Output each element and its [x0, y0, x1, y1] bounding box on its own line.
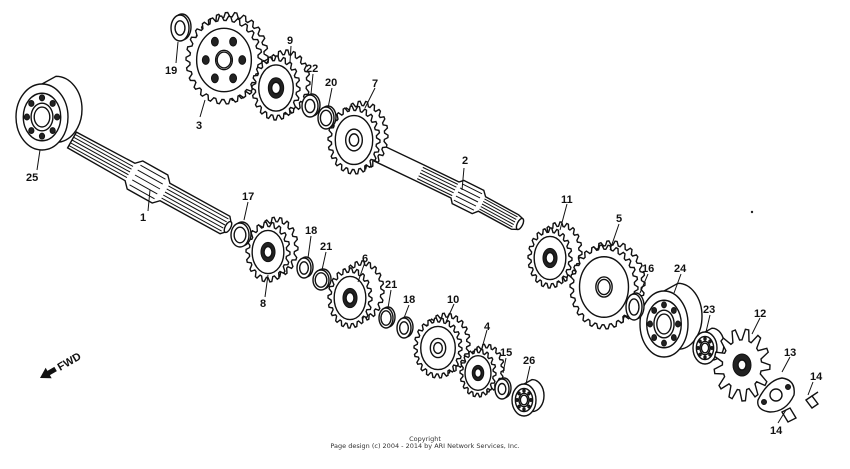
label-part-11: 11	[561, 194, 573, 206]
bolt-14-top	[804, 391, 820, 409]
label-part-16: 16	[642, 263, 654, 275]
label-part-14-top: 14	[810, 371, 823, 383]
speck-mark	[750, 210, 754, 214]
gear-3	[185, 11, 269, 105]
gear-11	[527, 221, 583, 289]
bolt-14-bottom	[781, 407, 797, 423]
circlip-21-right	[378, 306, 396, 329]
washer-18-right	[396, 316, 414, 339]
collar-22	[301, 93, 321, 118]
label-part-4: 4	[484, 321, 491, 333]
circlip-21-left	[312, 268, 332, 291]
label-part-22: 22	[306, 63, 318, 75]
label-part-20: 20	[325, 77, 337, 89]
circlip-20	[317, 105, 337, 130]
fwd-label: FWD	[56, 351, 84, 374]
label-part-7: 7	[372, 78, 378, 90]
forward-direction-indicator: FWD	[40, 351, 84, 379]
washer-19	[170, 13, 192, 42]
mainshaft	[66, 131, 233, 235]
countershaft	[373, 144, 525, 231]
label-part-10: 10	[447, 294, 459, 306]
label-part-26: 26	[523, 355, 535, 367]
forward-arrow-icon	[40, 366, 57, 379]
gear-8	[245, 216, 299, 283]
label-part-14-bottom: 14	[770, 425, 783, 437]
label-part-12: 12	[754, 308, 766, 320]
label-part-24: 24	[674, 263, 687, 275]
gear-7	[327, 100, 389, 175]
label-part-17: 17	[242, 191, 254, 203]
label-part-18-right: 18	[403, 294, 415, 306]
label-part-13: 13	[784, 347, 796, 359]
gear-4	[459, 343, 505, 398]
gear-9	[251, 49, 311, 121]
bearing-24	[639, 282, 703, 358]
copyright-line-2: Page design (c) 2004 - 2014 by ARI Netwo…	[330, 442, 520, 450]
label-part-15: 15	[500, 347, 512, 359]
washer-18-left	[296, 256, 314, 279]
label-part-23: 23	[703, 304, 715, 316]
gear-5	[569, 240, 646, 330]
drive-sprocket-12	[713, 328, 771, 402]
label-part-5: 5	[616, 213, 622, 225]
callout-labels: 1 2 3 4 5 6 7 8 9 10 11 12 13 14 14 15 1…	[26, 35, 823, 437]
bearing-23	[692, 327, 725, 365]
label-part-1: 1	[140, 212, 146, 224]
label-part-3: 3	[196, 120, 202, 132]
copyright-line-1: Copyright	[409, 435, 441, 443]
label-part-25: 25	[26, 172, 38, 184]
label-part-9: 9	[287, 35, 293, 47]
label-part-21-left: 21	[320, 241, 332, 253]
fixing-plate-13	[757, 377, 795, 413]
bearing-25	[15, 75, 83, 151]
label-part-8: 8	[260, 298, 266, 310]
leader-lines	[36, 41, 814, 424]
washer-15	[494, 377, 512, 400]
label-part-18-left: 18	[305, 225, 317, 237]
gear-10	[413, 312, 471, 379]
washer-16	[625, 292, 645, 321]
washer-17	[230, 221, 252, 248]
gear-6	[327, 260, 385, 329]
label-part-6: 6	[362, 253, 368, 265]
bearing-26	[511, 378, 545, 417]
label-part-19: 19	[165, 65, 177, 77]
label-part-2: 2	[462, 155, 468, 167]
label-part-21-right: 21	[385, 279, 397, 291]
